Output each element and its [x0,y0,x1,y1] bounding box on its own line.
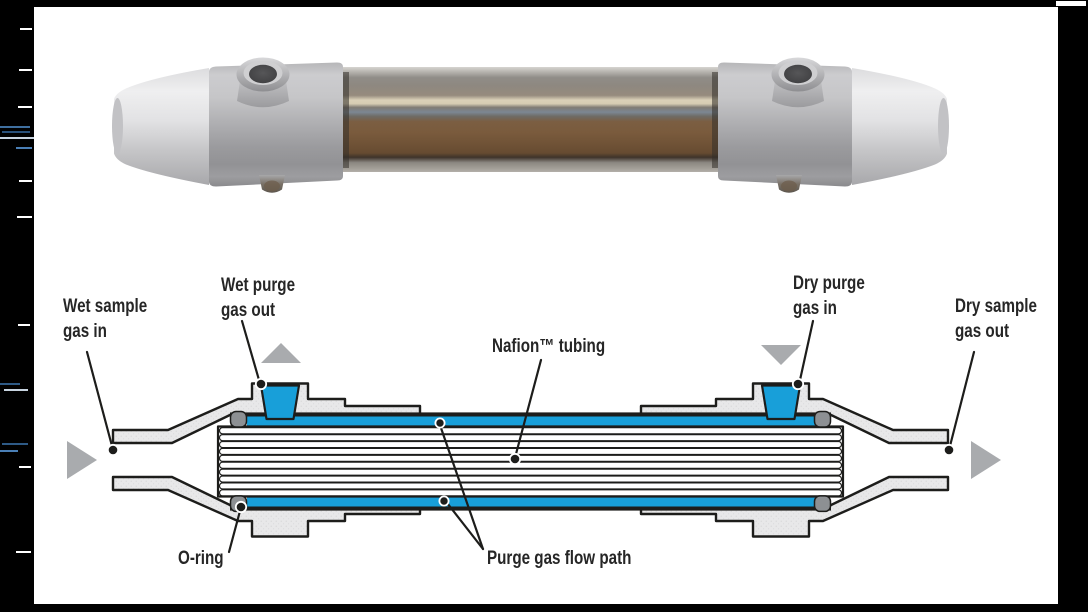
photo-shell-tube [340,67,718,172]
leader-dot-dry-purge [791,377,805,391]
dry-purge-down-arrow-icon [761,345,801,365]
label-wet-sample-gas-in: Wet sample gas in [63,294,147,344]
leader-dots [106,377,956,514]
photo-left-cap-tip [114,68,209,185]
leader-purge-path-bottom [442,497,485,551]
dry-purge-in-port [760,384,802,421]
leader-wet-sample [85,350,114,448]
label-line: Dry sample [955,296,1037,317]
label-line: gas in [793,298,837,319]
label-line: Dry purge [793,273,865,294]
photo-left-bottom-fitting-face [264,180,280,192]
photo-tube-shadow-left [343,72,349,168]
leader-purge-path-top [439,426,485,551]
leader-dry-purge [798,319,815,382]
photo-tube-shadow-right [712,72,718,168]
label-line: gas out [955,321,1010,342]
wet-purge-up-arrow-icon [261,343,301,363]
cross-section [67,319,1001,554]
leader-dot-wet-sample [106,443,120,457]
purge-gas-channel-top [247,416,815,428]
o-ring-bottom-right [813,495,832,513]
device-photo [112,57,949,193]
leader-dot-nafion [508,452,522,466]
photo-right-bottom-fitting-face [781,180,797,192]
photo-right-opening [938,98,949,154]
label-line: Wet purge [221,275,296,296]
label-line: Wet sample [63,296,148,317]
leader-nafion [514,358,543,456]
shell-wall-bottom [230,506,831,511]
right-outlet-arrow-icon [971,441,1001,479]
leader-wet-purge [240,319,261,382]
o-ring-top-left [229,410,248,428]
label-dry-purge-gas-in: Dry purge gas in [793,271,865,321]
label-line: gas in [63,321,107,342]
photo-right-port-hole [784,64,812,84]
wet-purge-out-port [259,384,301,421]
label-line: Purge gas flow path [487,548,632,569]
photo-left-opening [112,98,123,154]
nafion-tube-bundle [216,425,845,498]
leader-lines [85,319,976,554]
purge-gas-channel-bottom [247,495,815,507]
leader-dry-sample [948,350,976,448]
label-purge-gas-flow-path: Purge gas flow path [487,546,631,571]
leader-dot-dry-sample [942,443,956,457]
o-ring-top-right [813,410,832,428]
label-line: Nafion™ tubing [492,336,606,357]
leader-o-ring [227,509,242,554]
shell-wall-top [230,412,831,417]
label-wet-purge-gas-out: Wet purge gas out [221,273,295,323]
leader-dot-purge-bottom [438,495,450,507]
label-dry-sample-gas-out: Dry sample gas out [955,294,1037,344]
photo-right-cap-tip [852,68,947,185]
leader-dot-wet-purge [254,377,268,391]
leader-dot-purge-top [434,417,446,429]
photo-left-port-hole [249,64,277,84]
label-line: gas out [221,300,276,321]
label-line: O-ring [178,548,224,569]
label-nafion-tubing: Nafion™ tubing [492,334,605,359]
left-inlet-arrow-icon [67,441,97,479]
label-o-ring: O-ring [178,546,224,571]
leader-dot-o-ring [234,500,248,514]
